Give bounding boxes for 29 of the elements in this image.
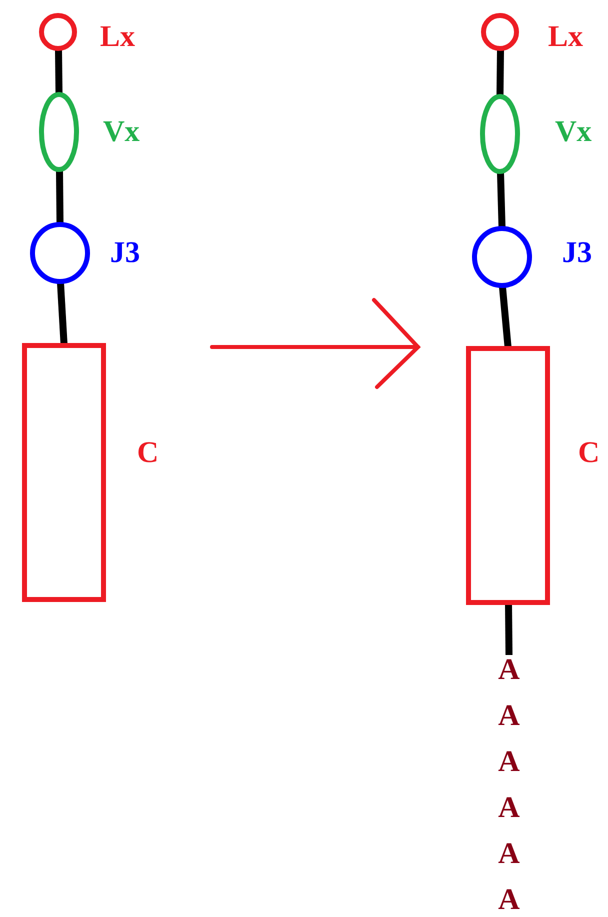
segment-circle	[481, 13, 519, 51]
segment-circle	[39, 13, 77, 51]
sequence-letter: A	[497, 885, 521, 915]
connector-line	[496, 50, 504, 96]
sequence-letter: A	[497, 839, 521, 869]
segment-label: Lx	[100, 22, 136, 52]
segment-circle	[472, 226, 532, 288]
segment-label: Lx	[548, 22, 584, 52]
connector-line	[57, 282, 68, 344]
sequence-letter: A	[497, 747, 521, 777]
segment-circle	[30, 222, 90, 284]
sequence-letter: A	[497, 655, 521, 685]
segment-label: Vx	[103, 117, 140, 147]
segment-box	[466, 346, 550, 605]
connector-line	[55, 50, 62, 94]
segment-box	[22, 343, 106, 602]
connector-line	[505, 604, 512, 656]
segment-ellipse	[39, 92, 79, 172]
segment-ellipse	[480, 94, 520, 174]
sequence-letter: A	[497, 701, 521, 731]
sequence-letter: A	[497, 793, 521, 823]
segment-label: Vx	[555, 117, 592, 147]
connector-line	[56, 170, 64, 224]
segment-label: J3	[110, 238, 140, 268]
segment-label: C	[137, 438, 159, 468]
segment-label: C	[578, 438, 600, 468]
segment-label: J3	[562, 238, 592, 268]
connector-line	[499, 286, 512, 348]
connector-line	[497, 172, 506, 228]
